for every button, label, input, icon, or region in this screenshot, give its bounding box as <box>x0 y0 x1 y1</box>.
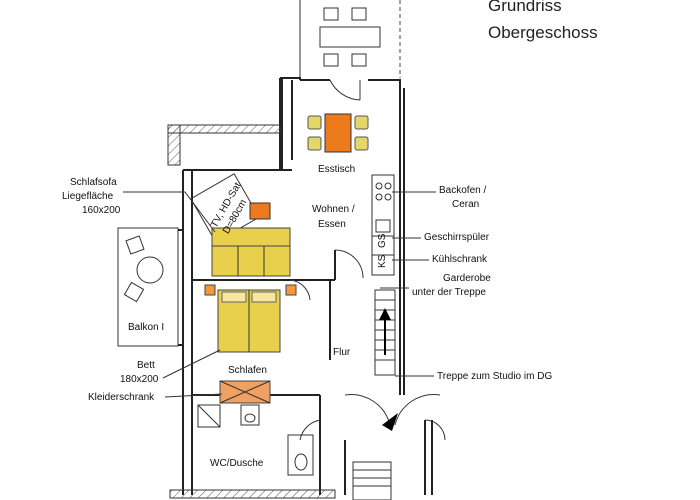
room-label-wohnen-line1: Wohnen / <box>312 204 355 215</box>
room-label-esstisch: Esstisch <box>318 164 355 175</box>
living-furniture <box>190 173 291 277</box>
entrance-doors <box>344 394 446 495</box>
dining-set <box>307 79 369 153</box>
bedroom-furniture <box>204 284 297 353</box>
note-kuehlschrank: Kühlschrank <box>432 254 488 265</box>
room-label-flur: Flur <box>333 347 351 358</box>
leader-bett <box>162 349 221 379</box>
upper-terrace <box>299 0 401 78</box>
staircase <box>374 289 396 376</box>
note-bett-line2: 180x200 <box>120 374 159 385</box>
upper-balcony-railing <box>167 124 281 166</box>
room-label-schlafen: Schlafen <box>228 365 267 376</box>
dining-table <box>324 113 352 153</box>
kitchen-counter <box>371 174 395 276</box>
room-label-balkon: Balkon I <box>128 322 164 333</box>
outer-walls <box>182 77 405 495</box>
note-treppe: Treppe zum Studio im DG <box>437 371 552 382</box>
plan-title-line1: Grundriss <box>488 0 562 15</box>
note-backofen-line2: Ceran <box>452 199 479 210</box>
dishwasher-label: GS <box>377 233 388 248</box>
note-schlafsofa-line1: Schlafsofa <box>70 177 117 188</box>
plan-title-line2: Obergeschoss <box>488 23 598 42</box>
note-schlafsofa-line2: Liegefläche <box>62 191 114 202</box>
note-garderobe-line1: Garderobe <box>443 273 491 284</box>
balcony-left <box>117 227 183 347</box>
door-swing-bedroom <box>289 279 311 301</box>
note-garderobe-line2: unter der Treppe <box>412 287 486 298</box>
note-geschirrspueler: Geschirrspüler <box>424 232 490 243</box>
note-backofen-line1: Backofen / <box>439 185 486 196</box>
note-kleiderschrank: Kleiderschrank <box>88 392 155 403</box>
note-schlafsofa-line3: 160x200 <box>82 205 121 216</box>
room-label-wohnen-line2: Essen <box>318 219 346 230</box>
lower-stairs <box>169 461 392 500</box>
note-bett-line1: Bett <box>137 360 155 371</box>
door-swing-living <box>334 249 364 279</box>
leader-schlafsofa <box>123 191 216 233</box>
leader-kleiderschrank <box>164 393 223 398</box>
fridge-label: KS <box>377 254 388 268</box>
sofa-bed <box>211 227 291 277</box>
room-label-wc: WC/Dusche <box>210 458 264 469</box>
bathroom-fixtures <box>197 404 321 476</box>
